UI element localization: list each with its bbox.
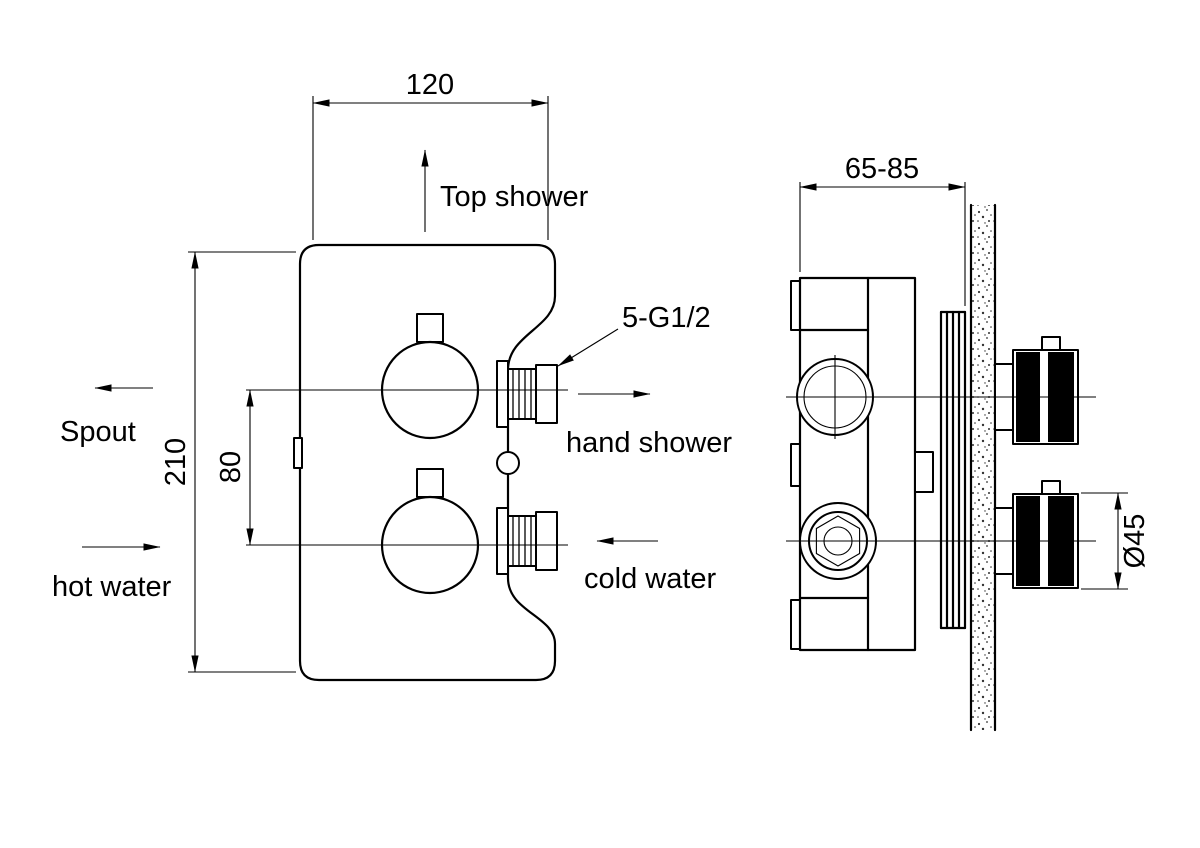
dimension-depth: 65-85 xyxy=(799,153,966,306)
lower-port-threads xyxy=(507,515,537,567)
upper-port xyxy=(496,360,558,428)
lower-control-tab xyxy=(416,468,444,498)
cold-water-label: cold water xyxy=(584,563,717,595)
upper-port-flange xyxy=(496,360,509,428)
upper-port-cap xyxy=(535,364,558,424)
lower-knob-top-tab xyxy=(1041,480,1061,495)
upper-knob xyxy=(994,336,1079,445)
annotation-thread-callout: 5-G1/2 xyxy=(557,302,711,367)
wall-section xyxy=(969,203,997,732)
top-shower-label: Top shower xyxy=(440,181,589,213)
body-tab-bottom xyxy=(790,599,801,650)
body-tab-mid xyxy=(790,443,801,487)
annotation-spout: Spout xyxy=(60,384,153,448)
body-right-boss xyxy=(914,451,934,493)
dimension-height-label: 210 xyxy=(160,438,192,486)
body-block xyxy=(798,276,917,652)
hex-socket xyxy=(815,515,861,567)
annotation-top-shower: Top shower xyxy=(421,149,589,232)
left-mounting-notch xyxy=(293,437,303,469)
valve-body-outline xyxy=(298,243,557,682)
valve-body xyxy=(246,243,568,682)
hand-shower-label: hand shower xyxy=(566,427,732,459)
dimension-width: 120 xyxy=(312,69,549,240)
upper-knob-top-tab xyxy=(1041,336,1061,351)
annotation-hot-water: hot water xyxy=(52,543,172,603)
thread-callout-label: 5-G1/2 xyxy=(622,302,711,334)
spout-label: Spout xyxy=(60,416,136,448)
dimension-diameter-label: Ø45 xyxy=(1119,514,1151,569)
dimension-depth-label: 65-85 xyxy=(845,153,919,185)
side-valve-body xyxy=(790,276,934,652)
dimension-spacing-label: 80 xyxy=(215,451,247,483)
body-tab-top xyxy=(790,280,801,331)
dimension-spacing: 80 xyxy=(215,389,254,546)
front-view: 120 210 80 Top shower 5-G1/2 hand shower xyxy=(52,69,732,682)
trim-plate xyxy=(939,310,967,630)
lower-port xyxy=(496,507,558,575)
annotation-cold-water: cold water xyxy=(584,537,717,595)
leader-line xyxy=(557,328,619,367)
dimension-width-label: 120 xyxy=(406,69,454,101)
upper-control-tab xyxy=(416,313,444,343)
dimension-knob-diameter: Ø45 xyxy=(1081,492,1151,590)
annotation-hand-shower: hand shower xyxy=(566,390,732,459)
edge-detail-circle xyxy=(496,451,520,475)
lower-port-cap xyxy=(535,511,558,571)
side-view: 65-85 Ø45 xyxy=(786,153,1151,732)
upper-port-threads xyxy=(507,368,537,420)
hot-water-label: hot water xyxy=(52,571,172,603)
wall-hatch xyxy=(971,205,995,730)
lower-port-flange xyxy=(496,507,509,575)
lower-knob xyxy=(994,480,1079,589)
dimension-height: 210 xyxy=(160,251,296,673)
